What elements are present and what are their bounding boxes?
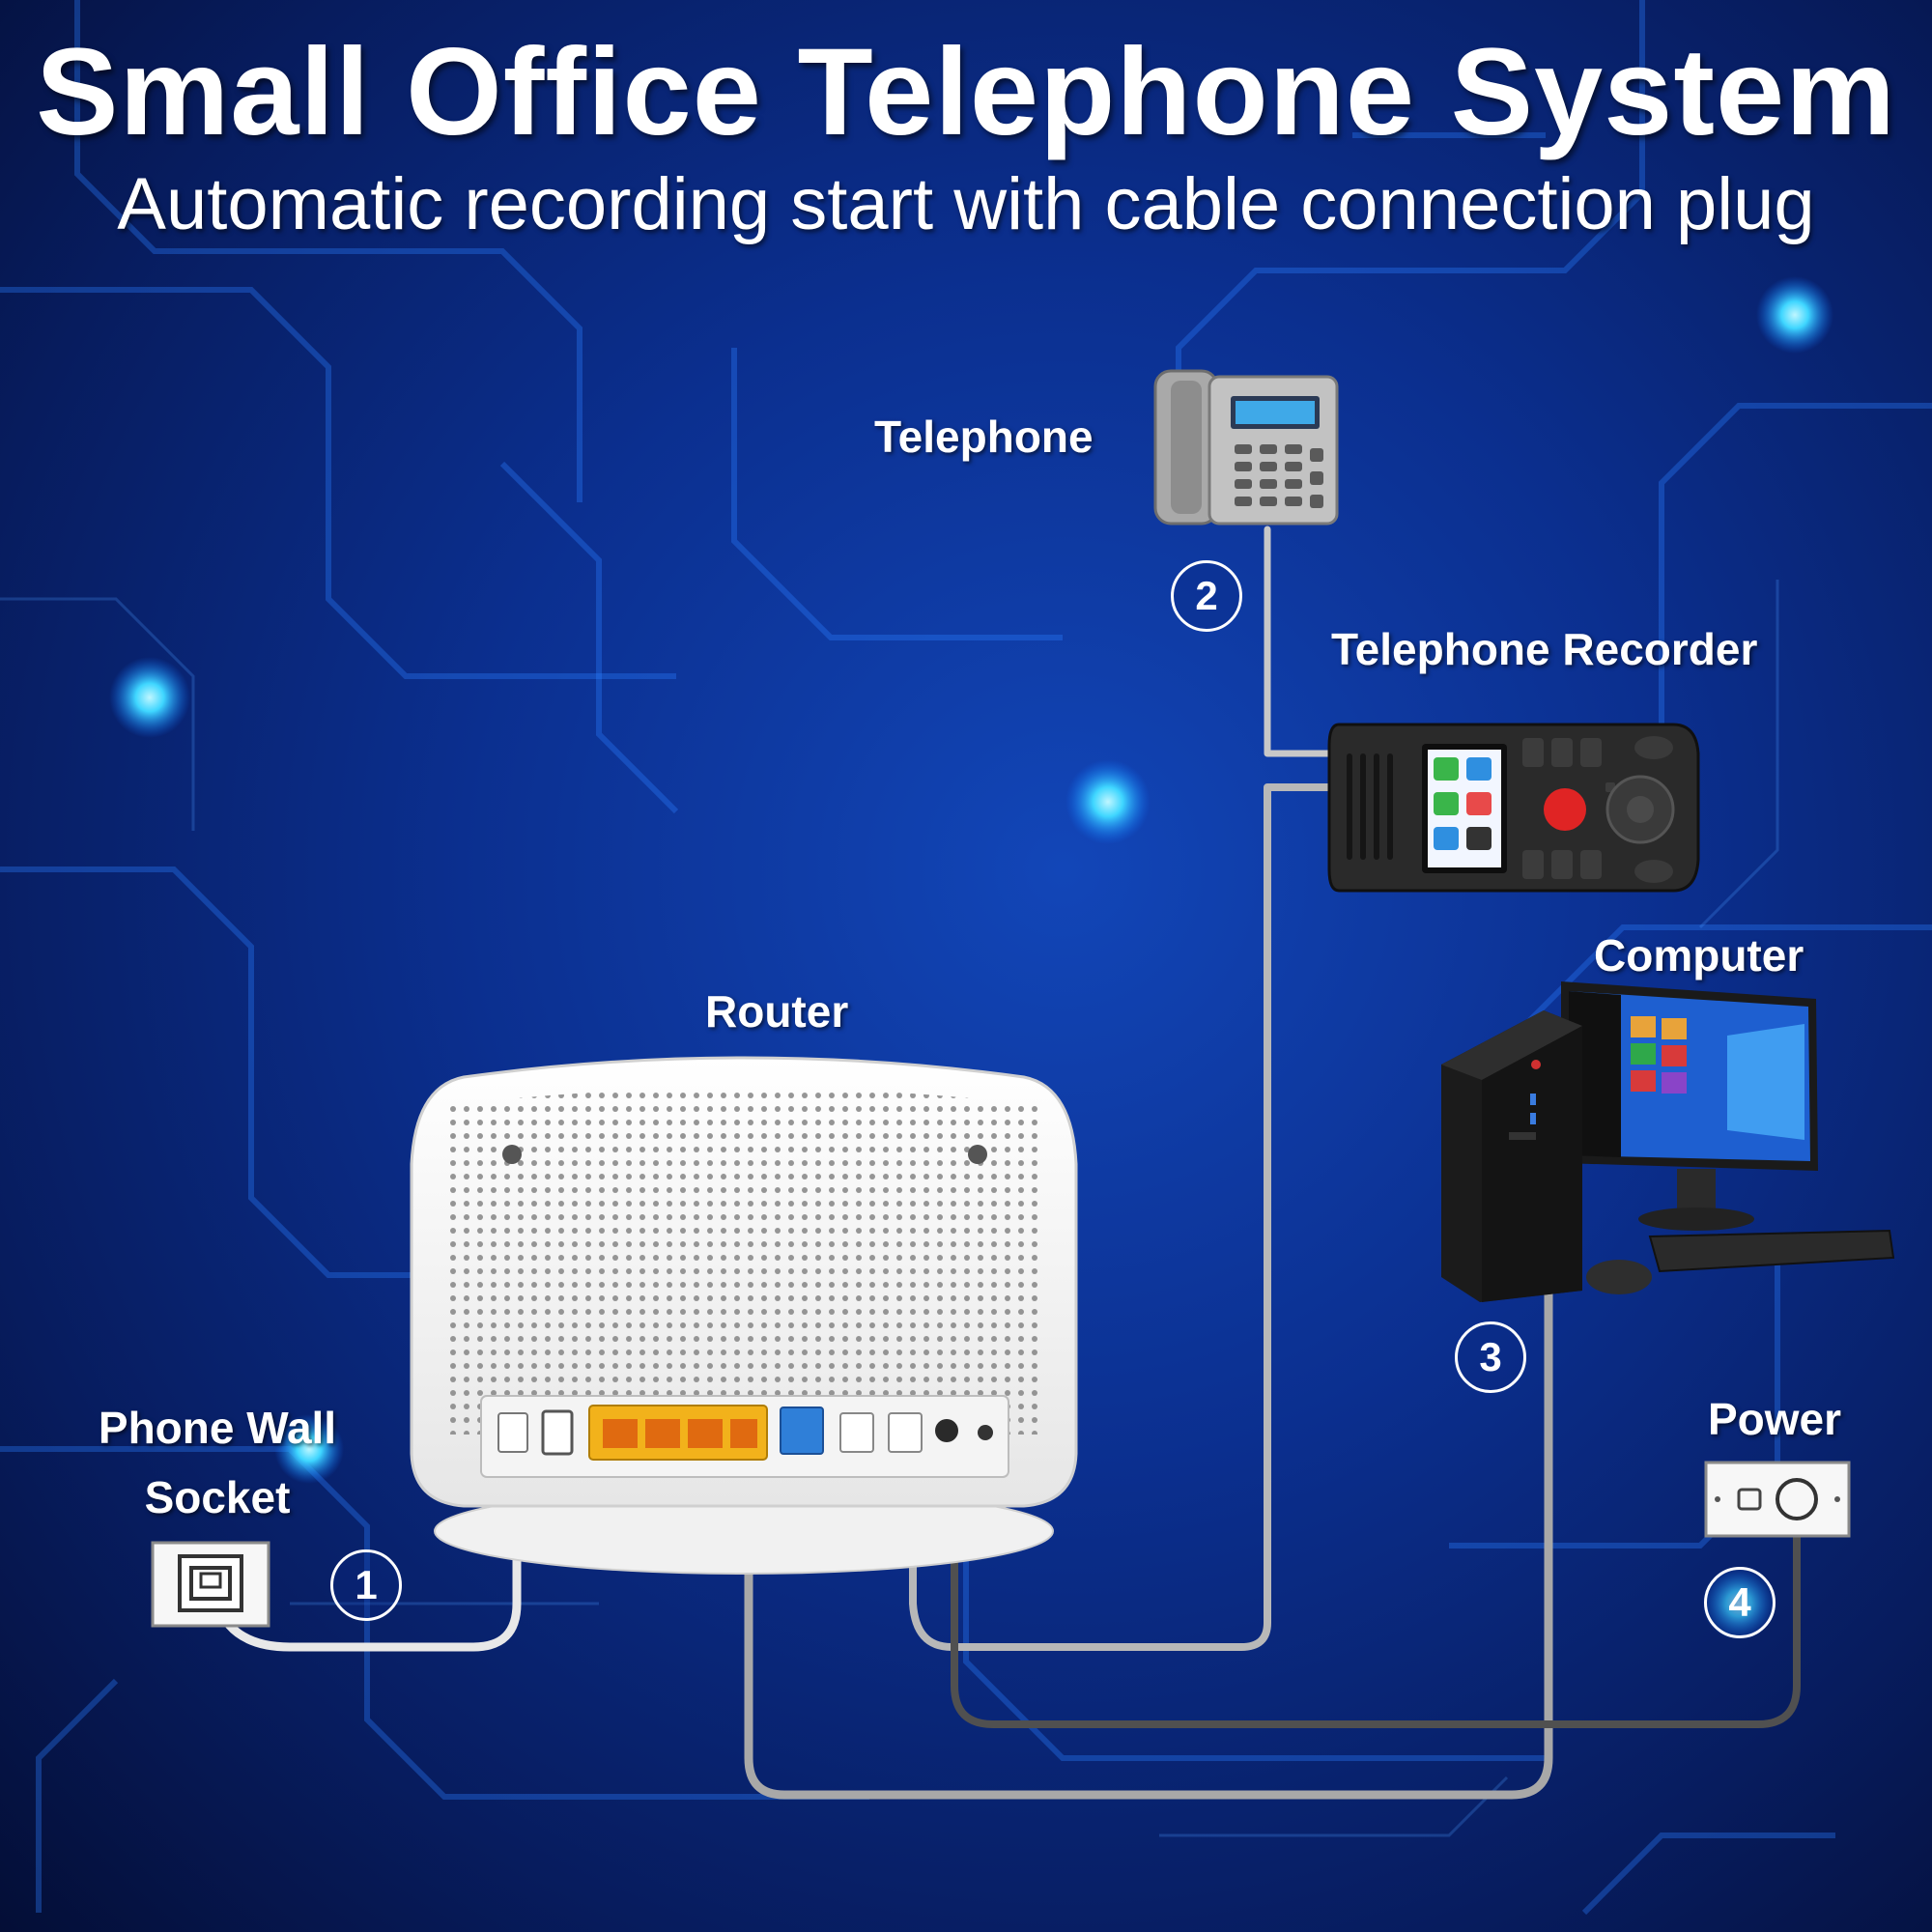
step-marker-4: 4 (1704, 1567, 1776, 1638)
cable-telephone-to-recorder (1264, 526, 1335, 757)
telephone-icon (1153, 369, 1339, 526)
cable-router-to-power (951, 1484, 1801, 1728)
computer-icon (1441, 981, 1895, 1302)
power-socket-icon (1704, 1461, 1851, 1538)
wall-socket-label-line1: Phone Wall (98, 1403, 337, 1453)
computer-label: Computer (1594, 930, 1804, 980)
step-marker-2: 2 (1171, 560, 1242, 632)
router-icon (410, 1056, 1078, 1575)
page-title: Small Office Telephone System (36, 23, 1896, 161)
step-marker-1: 1 (330, 1549, 402, 1621)
router-label: Router (705, 986, 849, 1037)
cable-recorder-to-router (909, 783, 1335, 1651)
step-marker-3: 3 (1455, 1321, 1526, 1393)
wall-socket-label: Phone Wall Socket (58, 1393, 377, 1532)
power-label: Power (1708, 1394, 1842, 1444)
recorder-label: Telephone Recorder (1331, 624, 1758, 674)
cable-router-to-computer (744, 1290, 1553, 1800)
telephone-label: Telephone (874, 412, 1094, 462)
page-subtitle: Automatic recording start with cable con… (117, 163, 1815, 245)
wall-socket-label-line2: Socket (144, 1472, 291, 1522)
wall-socket-icon (151, 1541, 270, 1628)
telephone-recorder-icon (1327, 723, 1700, 893)
